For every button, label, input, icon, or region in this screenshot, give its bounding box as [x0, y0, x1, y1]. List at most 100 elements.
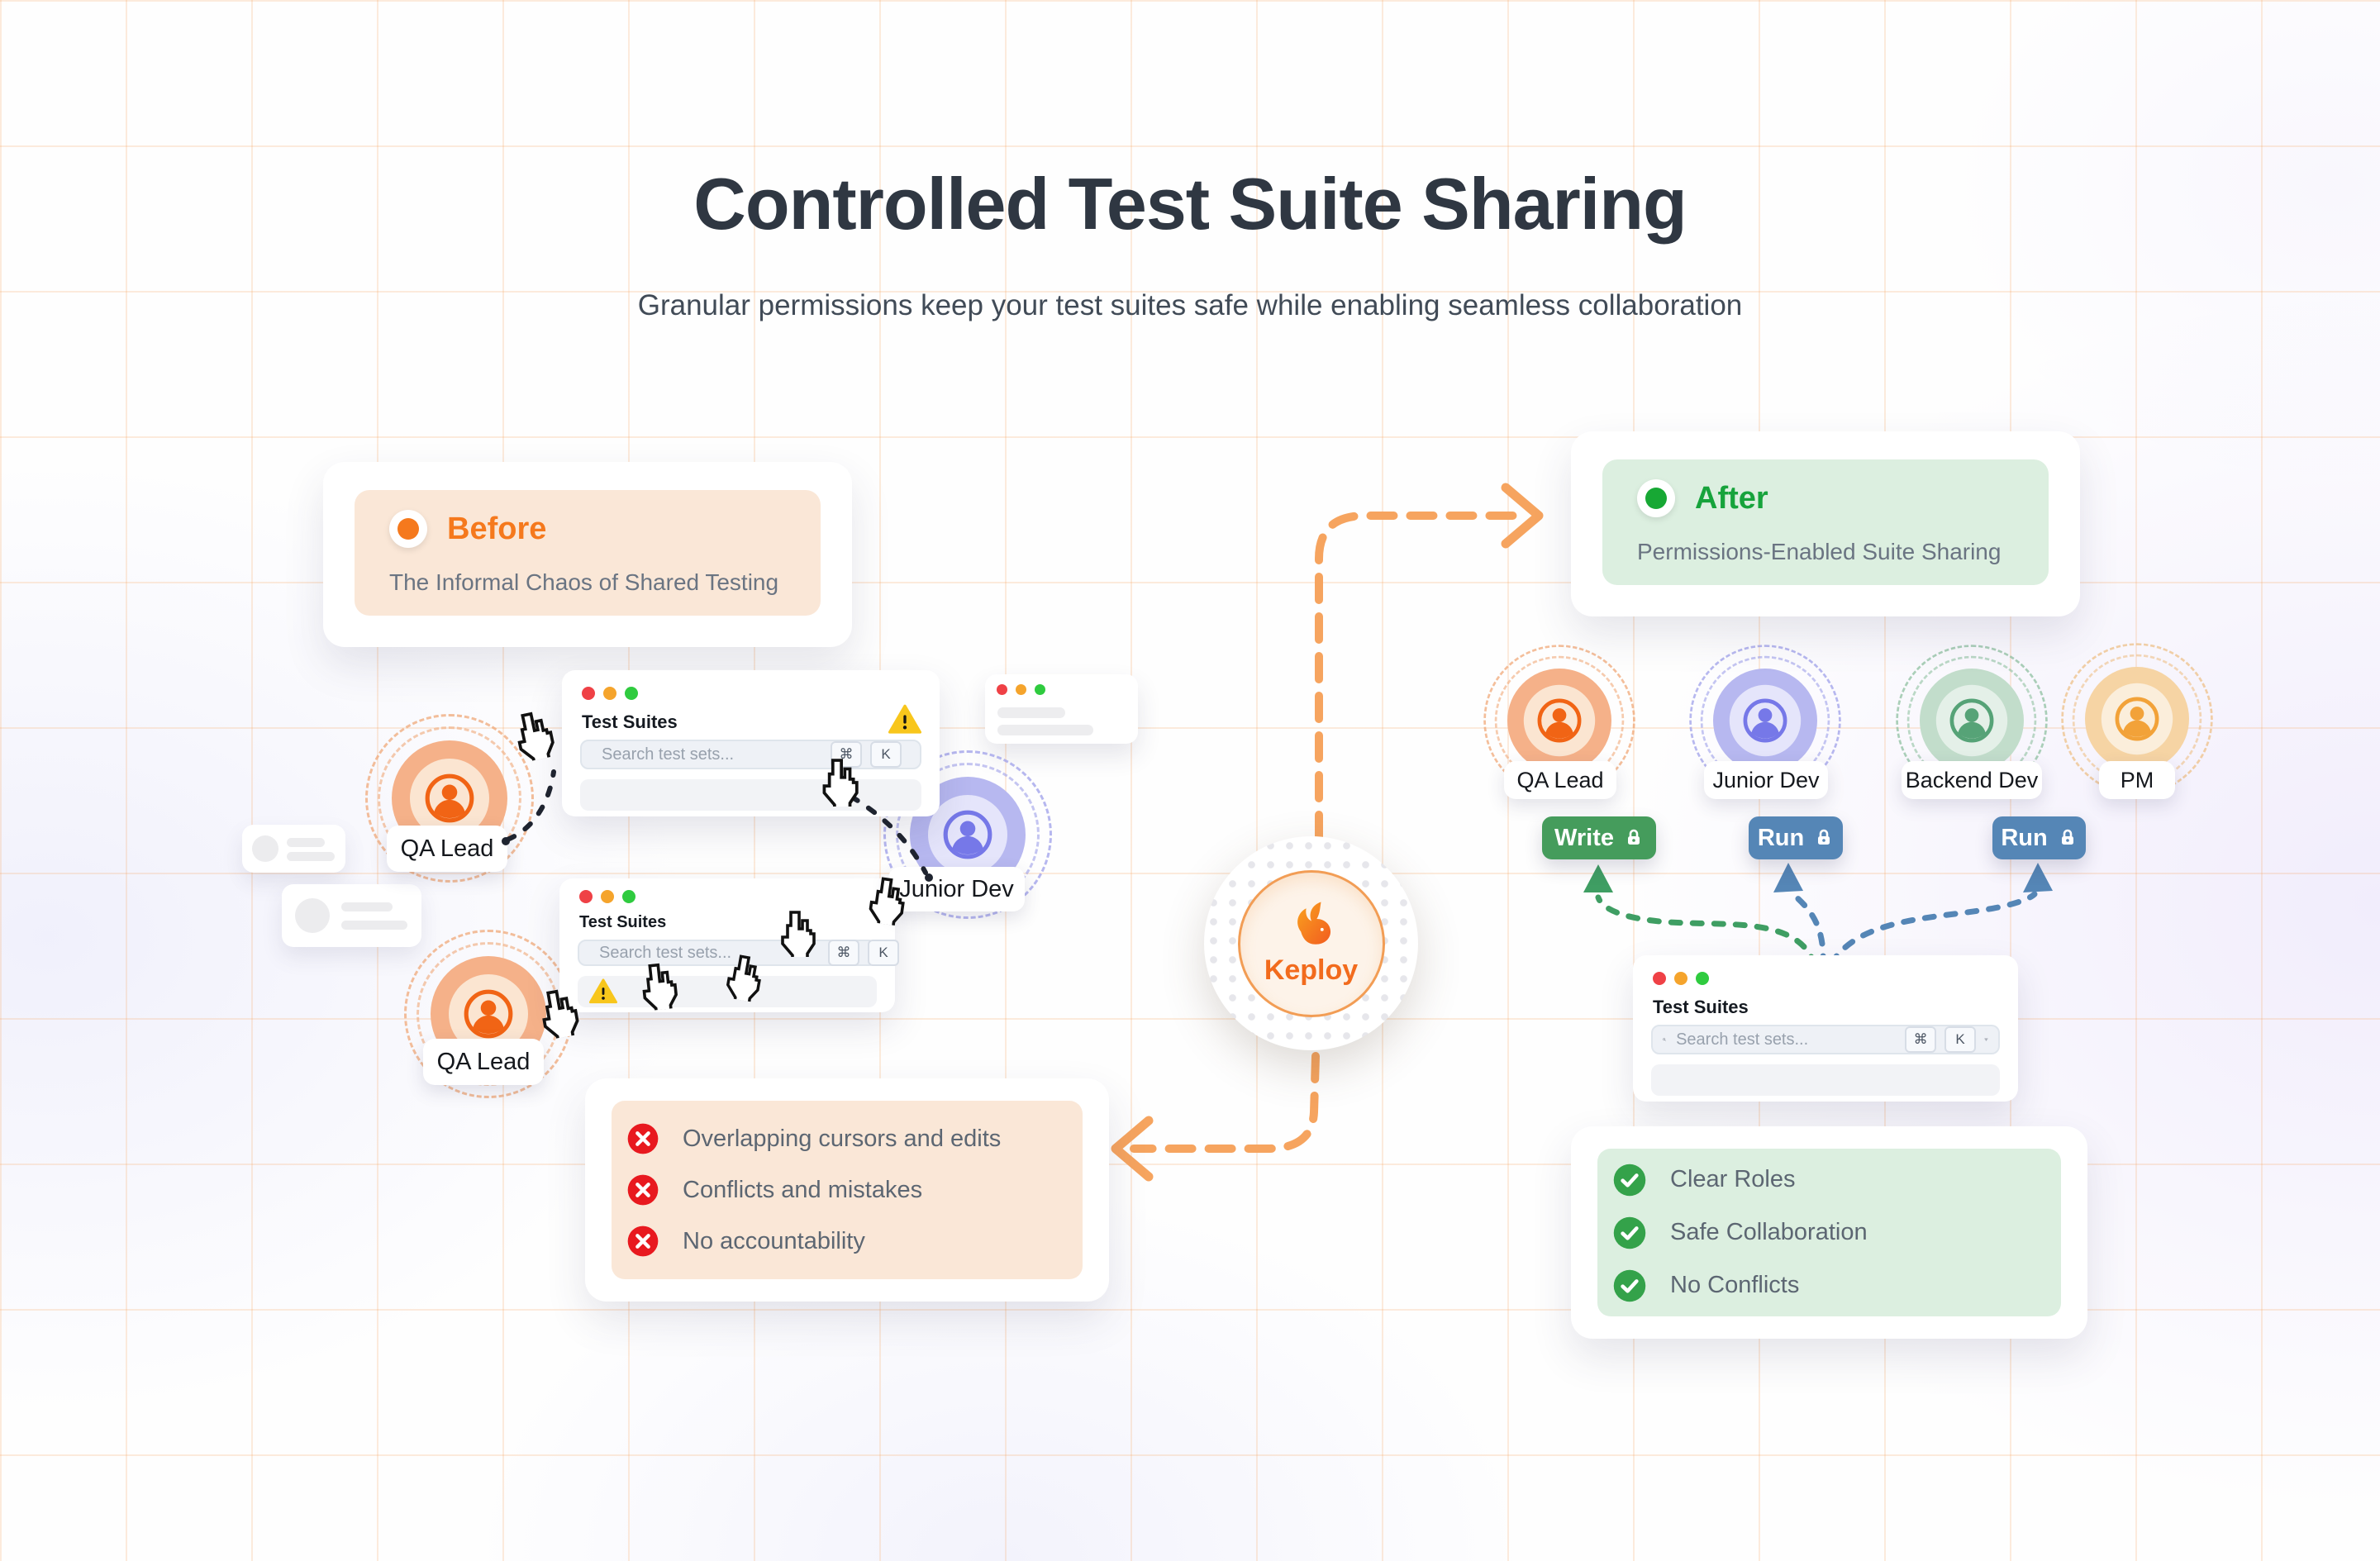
k-key: K [870, 741, 902, 768]
skeleton-bar [997, 725, 1093, 735]
person-icon [1743, 698, 1787, 743]
test-suites-window-clean: Test Suites ⌘ K [1633, 955, 2018, 1102]
search-input[interactable] [600, 744, 822, 765]
traffic-lights [1653, 972, 1709, 985]
problems-card: Overlapping cursors and edits Conflicts … [585, 1078, 1109, 1302]
person-icon [1537, 698, 1582, 743]
minimize-icon[interactable] [603, 687, 616, 700]
minimize-icon[interactable] [1674, 972, 1687, 985]
minimize-icon[interactable] [1016, 684, 1026, 695]
window-title: Test Suites [582, 711, 678, 732]
check-icon [1613, 1216, 1646, 1249]
search-icon [1663, 1038, 1666, 1041]
role-label-after-qa-lead: QA Lead [1504, 761, 1616, 799]
warning-icon [888, 704, 921, 734]
page-subtitle: Granular permissions keep your test suit… [637, 289, 1743, 321]
x-icon [627, 1123, 659, 1154]
check-icon [1613, 1269, 1646, 1302]
role-label-after-backend-dev: Backend Dev [1902, 761, 2042, 799]
cmd-key: ⌘ [831, 741, 862, 768]
suite-row-placeholder [1651, 1064, 2000, 1096]
test-suites-window-1: Test Suites ⌘ K [562, 670, 940, 816]
traffic-lights [579, 890, 635, 903]
maximize-icon[interactable] [1035, 684, 1045, 695]
role-label-qa-lead-2: QA Lead [423, 1039, 544, 1085]
role-label-qa-lead: QA Lead [387, 826, 507, 872]
maximize-icon[interactable] [622, 890, 635, 903]
keploy-hub: Keploy [1204, 836, 1418, 1050]
person-icon [943, 810, 992, 859]
role-label-junior-dev: Junior Dev [888, 867, 1025, 911]
search-input[interactable] [1674, 1029, 1897, 1050]
lock-icon [1818, 829, 1830, 845]
window-title: Test Suites [1653, 997, 1749, 1017]
benefit-item: Clear Roles [1612, 1163, 2061, 1197]
x-icon [627, 1174, 659, 1206]
search-bar[interactable]: ⌘ K [1651, 1025, 2000, 1054]
problem-item: Conflicts and mistakes [626, 1173, 1083, 1206]
search-bar[interactable]: ⌘ K [580, 740, 921, 769]
before-card: Before The Informal Chaos of Shared Test… [323, 462, 852, 647]
test-suites-window-2: Test Suites ⌘ K [559, 878, 899, 1012]
before-label: Before [447, 511, 547, 546]
after-description: Permissions-Enabled Suite Sharing [1637, 539, 2002, 564]
search-bar[interactable]: ⌘ K [578, 940, 899, 966]
search-input[interactable] [597, 942, 820, 964]
cmd-key: ⌘ [1905, 1026, 1937, 1053]
close-icon[interactable] [1653, 972, 1666, 985]
traffic-lights [582, 687, 638, 700]
avatar-after-backend-dev [1896, 645, 2048, 797]
traffic-lights [997, 684, 1045, 695]
k-key: K [1944, 1026, 1977, 1053]
role-label-after-pm: PM [2099, 761, 2175, 799]
after-status-dot [1637, 479, 1675, 517]
lock-icon [1627, 829, 1640, 845]
maximize-icon[interactable] [625, 687, 638, 700]
run-permission-button-backend[interactable]: Run [1992, 816, 2086, 859]
skeleton-card [242, 825, 345, 873]
before-description: The Informal Chaos of Shared Testing [389, 569, 779, 595]
close-icon[interactable] [579, 890, 593, 903]
benefit-item: Safe Collaboration [1612, 1216, 2061, 1250]
page-title: Controlled Test Suite Sharing [693, 163, 1687, 245]
after-card: After Permissions-Enabled Suite Sharing [1571, 431, 2080, 616]
close-icon[interactable] [582, 687, 595, 700]
person-icon [464, 989, 513, 1039]
avatar-after-junior-dev [1689, 645, 1841, 797]
minimize-icon[interactable] [601, 890, 614, 903]
after-card-panel: After Permissions-Enabled Suite Sharing [1602, 459, 2049, 585]
cmd-key: ⌘ [828, 940, 859, 966]
person-icon [1949, 698, 1994, 743]
problem-item: No accountability [626, 1225, 1083, 1258]
mini-window [985, 674, 1138, 744]
check-icon [1613, 1164, 1646, 1196]
maximize-icon[interactable] [1696, 972, 1709, 985]
avatar-after-pm [2061, 643, 2213, 795]
window-title: Test Suites [579, 913, 667, 931]
filter-icon[interactable] [1984, 1030, 1988, 1049]
benefits-panel: Clear Roles Safe Collaboration No Confli… [1597, 1149, 2061, 1316]
run-permission-button-junior[interactable]: Run [1749, 816, 1843, 859]
problems-panel: Overlapping cursors and edits Conflicts … [612, 1101, 1083, 1279]
person-icon [2115, 697, 2159, 741]
keploy-brand: Keploy [1264, 954, 1359, 986]
benefits-card: Clear Roles Safe Collaboration No Confli… [1571, 1126, 2087, 1339]
after-label: After [1695, 480, 1768, 516]
benefit-item: No Conflicts [1612, 1268, 2061, 1303]
lock-icon [2061, 829, 2073, 845]
write-permission-button[interactable]: Write [1542, 816, 1656, 859]
before-card-panel: Before The Informal Chaos of Shared Test… [355, 490, 821, 616]
x-icon [627, 1225, 659, 1257]
problem-item: Overlapping cursors and edits [626, 1122, 1083, 1155]
skeleton-bar [997, 707, 1065, 718]
suite-row-placeholder [578, 976, 877, 1007]
keploy-rabbit-icon [1297, 902, 1330, 945]
suite-row-placeholder [580, 779, 921, 811]
warning-icon [589, 978, 617, 1004]
before-status-dot [389, 510, 427, 548]
role-label-after-junior-dev: Junior Dev [1704, 761, 1828, 799]
person-icon [425, 773, 474, 823]
k-key: K [868, 940, 899, 966]
close-icon[interactable] [997, 684, 1007, 695]
skeleton-card [282, 884, 421, 947]
